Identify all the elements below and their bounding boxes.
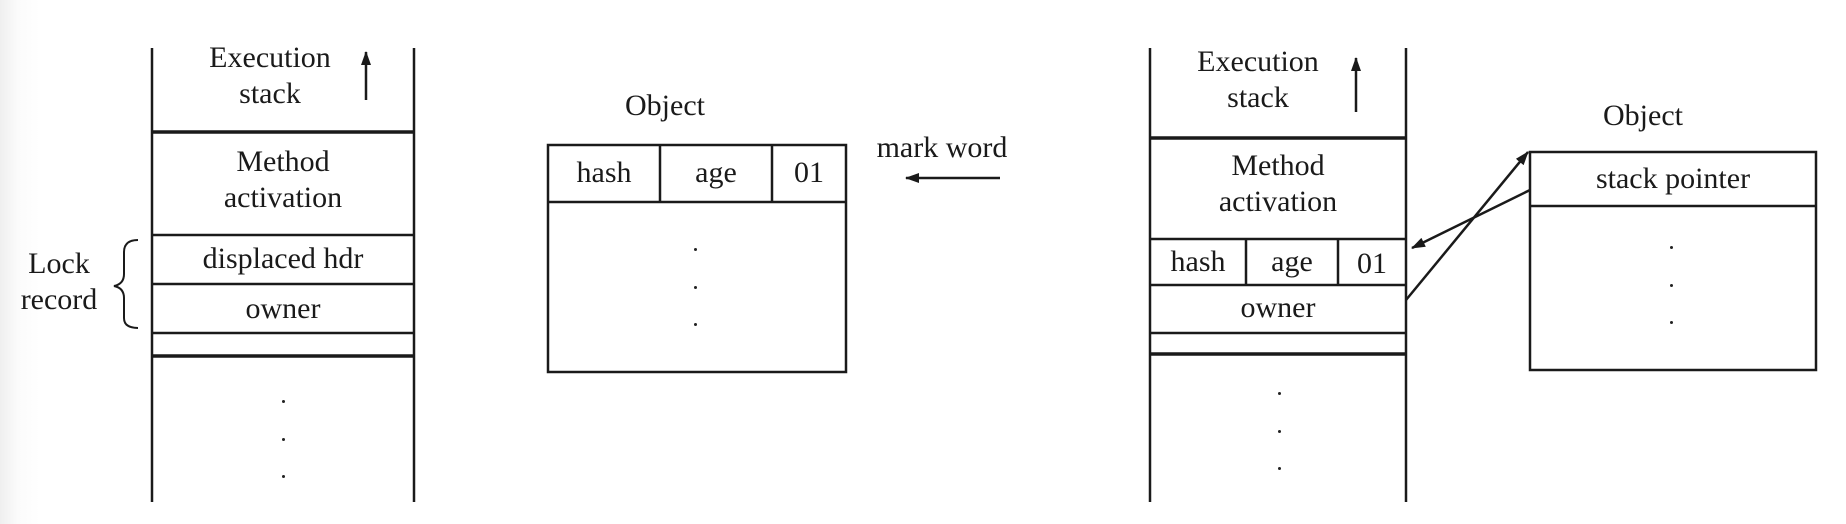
right-object-ellipsis — [1668, 246, 1674, 324]
stack-pointer-label: stack pointer — [1595, 162, 1751, 195]
lock-record-label: Lock record — [20, 247, 98, 316]
left-owner-label: owner — [245, 292, 321, 325]
left-execution-stack — [150, 48, 416, 502]
right-object-box — [1528, 150, 1818, 372]
left-age-field: age — [695, 156, 737, 189]
right-method-activation-label: Method activation — [1218, 149, 1338, 218]
right-execution-stack — [1148, 48, 1408, 502]
left-stack-ellipsis — [280, 400, 286, 478]
left-object-box — [546, 143, 848, 374]
right-age-field: age — [1271, 245, 1313, 278]
lock-record-brace — [113, 239, 139, 329]
displaced-hdr-label: displaced hdr — [202, 242, 364, 275]
left-execution-stack-label: Execution stack — [209, 41, 331, 110]
left-hash-field: hash — [576, 156, 632, 189]
right-stack-ellipsis — [1276, 392, 1282, 470]
stack-pointer-arrow — [1411, 188, 1531, 250]
right-owner-label: owner — [1240, 291, 1316, 324]
mark-word-label: mark word — [876, 131, 1008, 164]
left-lock-bits-field: 01 — [794, 156, 824, 189]
left-object-ellipsis — [692, 248, 698, 326]
owner-pointer-arrow — [1405, 151, 1529, 301]
right-hash-field: hash — [1170, 245, 1226, 278]
left-method-activation-label: Method activation — [223, 145, 343, 214]
right-lock-bits-field: 01 — [1357, 247, 1387, 280]
left-object-title: Object — [625, 89, 705, 122]
right-object-title: Object — [1603, 99, 1683, 132]
right-execution-stack-label: Execution stack — [1197, 45, 1319, 114]
